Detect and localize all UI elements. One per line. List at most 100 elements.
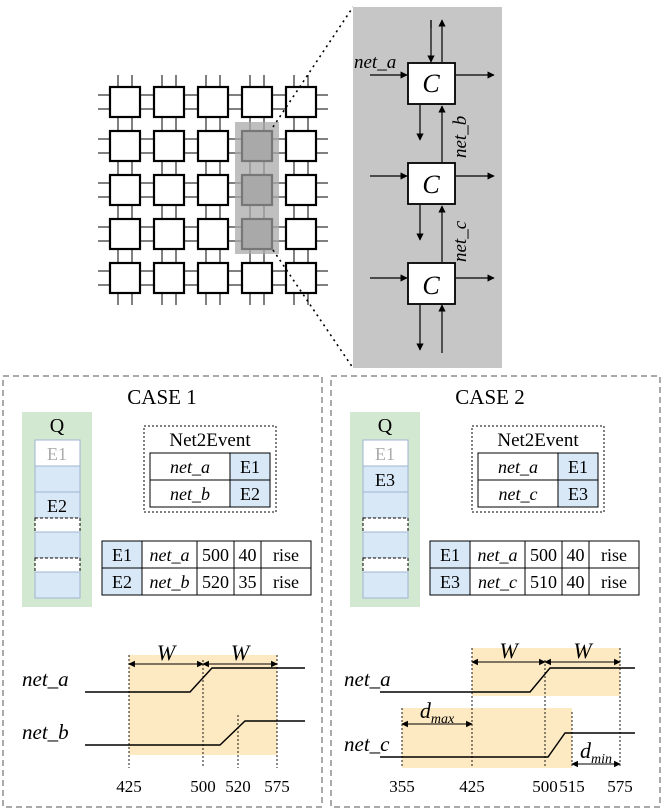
case2-net2event-title: Net2Event [497,430,579,451]
grid-cell [240,129,274,163]
case1-queue-slot [34,439,81,467]
case2-queue-slot [362,517,409,533]
case2-net2event-event: E3 [568,484,588,504]
case1-net2event-title: Net2Event [169,430,251,451]
case2-net2event-net: net_a [498,457,538,477]
case1-net2event-frame [143,425,277,513]
grid-cell [284,85,318,119]
case2-event-value: 40 [567,572,585,592]
case2-event-value: 510 [530,572,557,592]
case2-timing-signal-label: net_c [344,732,390,756]
case2-net2event-net: net_c [499,484,538,504]
zoom-net-c-label: net_c [450,220,471,262]
case1-timing-tick: 520 [225,777,251,796]
case1-event-cell [260,540,312,569]
case1-net2event-net: net_b [170,484,210,504]
case2-queue-label: Q [378,415,393,437]
case2-queue-slot [362,465,409,493]
grid-cell [240,85,274,119]
case2-event-value: net_a [478,545,518,565]
case2-timing-w-label: W [573,638,593,663]
case2-event-value: 500 [530,545,557,565]
zoom-panel: C C C net_a net_b net_c [353,7,502,368]
case1-event-value: net_b [150,572,190,592]
case2-event-value: E1 [440,545,460,565]
case1-event-value: 500 [202,545,229,565]
case2-queue-slot [362,571,409,599]
case2-net2event-event: E1 [568,457,588,477]
case2-event-value: 40 [567,545,585,565]
grid-cell [108,173,142,207]
case1-title: CASE 1 [127,385,196,409]
case2-timing-wave [380,732,635,758]
case1-queue-label: Q [50,415,65,437]
case1-event-cell [233,540,262,569]
case1-event-value: 35 [239,572,257,592]
case2-net2event-frame [471,425,605,513]
case1-net2event-event: E1 [240,457,260,477]
case1-net2event-net-cell [149,479,231,508]
zoom-line-top [272,6,354,128]
grid-cell [196,261,230,295]
case2-event-cell [561,567,590,596]
case1-queue-slot-text: E1 [47,444,67,464]
case2-queue-slot [362,531,409,559]
case2-event-cell [524,540,563,569]
case1-timing-tick: 500 [190,777,216,796]
grid-cell [152,173,186,207]
case1-timing-signal-label: net_a [22,667,69,691]
case2-panel [330,375,661,808]
case1-timing-signal-label: net_b [22,720,69,744]
zoom-cell-top: C [370,20,495,105]
case2-net2event-event-cell [557,479,599,508]
zoom-cell-bottom-label: C [422,271,440,300]
grid-cell [284,129,318,163]
case2-timing-tick: 515 [559,777,585,796]
grid-cell [196,85,230,119]
case1-queue-slot [34,517,81,533]
zoom-cell-middle-label: C [422,170,440,199]
grid-cell [152,129,186,163]
zoom-cell-top-label: C [422,69,440,98]
grid-cell [196,173,230,207]
case1-queue-slot-text: E2 [47,496,67,516]
grid-cell [152,217,186,251]
case2-timing-signal-label: net_a [344,667,391,691]
grid-cell [108,217,142,251]
case1-event-value: 520 [202,572,229,592]
case1-timing-wave [85,720,305,746]
case1-event-cell [141,567,198,596]
case1-net2event-net-cell [149,452,231,481]
case2-timing-tick: 500 [532,777,558,796]
case1-net2event-event-cell [229,479,271,508]
grid-cell [196,129,230,163]
zoom-net-a-label: net_a [354,52,396,73]
case2-event-cell [469,567,526,596]
cell-grid [98,75,328,305]
grid-cell [152,261,186,295]
zoom-cell-bottom: C [370,262,495,353]
case2-queue-slot [362,557,409,573]
case1-event-value: rise [273,572,299,592]
case2-timing-d-label: dmin [580,738,612,767]
case2-timing-d-label: dmax [420,698,455,727]
case2-net2event-net-cell [477,479,559,508]
case2-timing-window [402,708,572,768]
case2-queue-slot-text: E1 [375,444,395,464]
case2-queue-slot [362,439,409,467]
case1-queue-slot [34,531,81,559]
case2-event-cell [588,540,640,569]
case1-queue-slot [34,571,81,599]
case1-timing-tick: 575 [264,777,290,796]
case1-event-value: E1 [112,545,132,565]
grid-cell [284,261,318,295]
case1-event-value: 40 [239,545,257,565]
case2-timing-wave [380,667,635,693]
case1-timing-w-label: W [231,640,251,665]
case1-panel [2,375,323,808]
case1-timing-wave [85,667,305,693]
grid-cell [240,217,274,251]
case1-timing-w-label: W [157,640,177,665]
